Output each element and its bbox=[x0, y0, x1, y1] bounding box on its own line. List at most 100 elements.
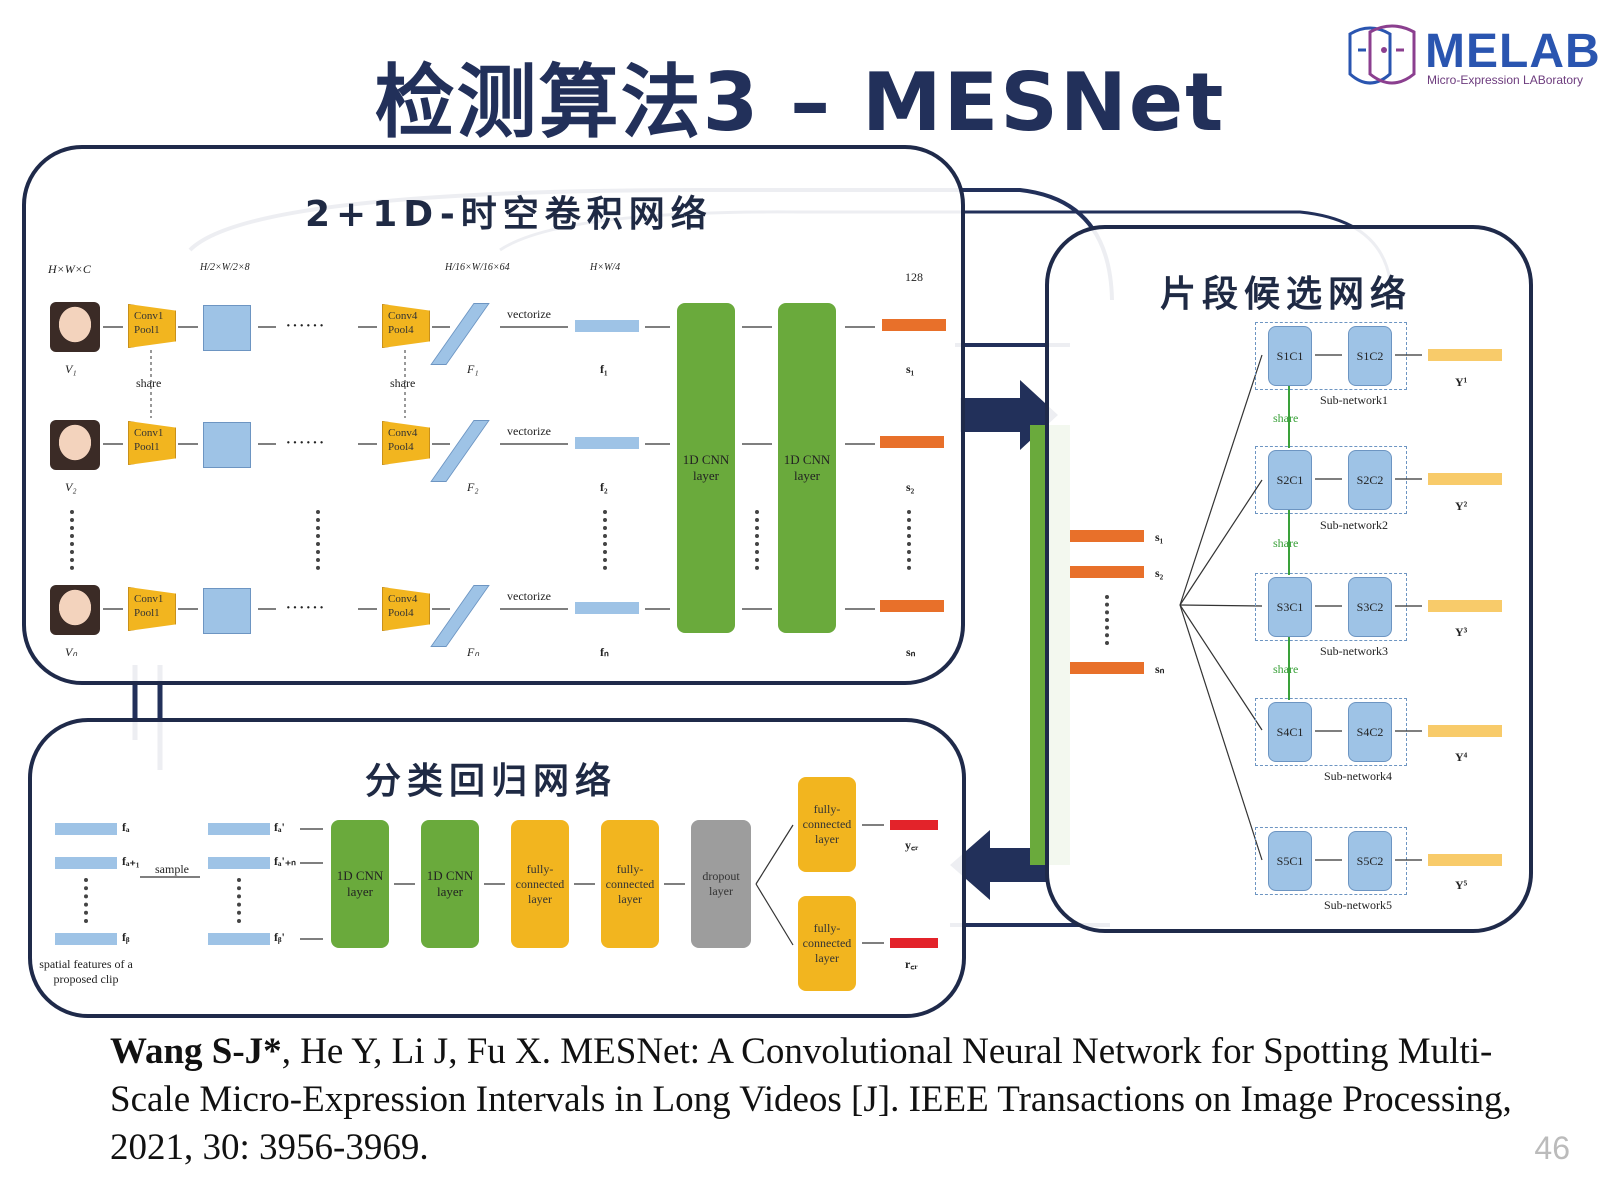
y3-label: Y³ bbox=[1455, 625, 1468, 639]
clip-label: spatial features of a proposed clip bbox=[39, 957, 133, 986]
fb2-vector bbox=[208, 933, 270, 945]
FN-label: Fₙ bbox=[467, 645, 480, 659]
y2-bar bbox=[1428, 473, 1502, 485]
s1-label: s₁ bbox=[906, 362, 915, 376]
f1-label: f₁ bbox=[600, 362, 608, 376]
vn-label: Vₙ bbox=[65, 645, 78, 659]
subnet1-label: Sub-network1 bbox=[1320, 393, 1388, 407]
cand-sn-vector bbox=[1070, 662, 1144, 674]
cnn-section-title: 2+1D-时空卷积网络 bbox=[305, 194, 713, 235]
dim-s-label: 128 bbox=[905, 270, 923, 284]
ycr-label: y꜀ᵣ bbox=[905, 838, 919, 852]
subnet-group-5 bbox=[1255, 827, 1407, 895]
dots-2: ······ bbox=[285, 432, 325, 454]
cls-fc-layer: fully-connected layer bbox=[798, 777, 856, 872]
fb-label: fᵦ bbox=[122, 930, 130, 944]
reg-fc-layer-3: fully-connected layer bbox=[798, 896, 856, 991]
share-label-c3: share bbox=[1273, 662, 1299, 676]
conv4-block-2: Conv4 Pool4 bbox=[382, 421, 430, 465]
cnn-1d-layer-2: 1D CNN layer bbox=[778, 303, 836, 633]
fa1-vector bbox=[55, 857, 117, 869]
feature-cube-1 bbox=[203, 305, 251, 351]
row-dots-5 bbox=[907, 510, 915, 570]
y5-bar bbox=[1428, 854, 1502, 866]
face-frame-1 bbox=[50, 302, 100, 352]
s2c1-box: S2C1 bbox=[1268, 450, 1312, 510]
cand-sn-label: sₙ bbox=[1155, 662, 1165, 676]
fb2-label: fᵦ' bbox=[274, 930, 285, 944]
vectorize-1: vectorize bbox=[507, 307, 551, 321]
conv1-block-1: Conv1 Pool1 bbox=[128, 304, 176, 348]
y3-bar bbox=[1428, 600, 1502, 612]
share-label-2: share bbox=[390, 376, 416, 390]
candidate-section-title: 片段候选网络 bbox=[1160, 274, 1413, 315]
fa2-label: fₐ' bbox=[274, 820, 285, 834]
feature-cube-2 bbox=[203, 422, 251, 468]
cand-s2-label: s₂ bbox=[1155, 566, 1164, 580]
cand-s1-label: s₁ bbox=[1155, 530, 1164, 544]
s2-label: s₂ bbox=[906, 480, 915, 494]
arrow-left-icon bbox=[950, 830, 1048, 900]
dots-1: ······ bbox=[285, 315, 325, 337]
fn-vector bbox=[575, 602, 639, 614]
f1-vector bbox=[575, 320, 639, 332]
s3c1-box: S3C1 bbox=[1268, 577, 1312, 637]
dim-input-label: H×W×C bbox=[48, 262, 91, 276]
slide-title: 检测算法3 – MESNet bbox=[374, 56, 1226, 149]
fan-vector bbox=[208, 857, 270, 869]
s5c1-box: S5C1 bbox=[1268, 831, 1312, 891]
s5c2-box: S5C2 bbox=[1348, 831, 1392, 891]
regression-arrows bbox=[140, 824, 884, 946]
face-frame-2 bbox=[50, 420, 100, 470]
fa-vector bbox=[55, 823, 117, 835]
citation-authors: Wang S-J* bbox=[110, 1031, 282, 1072]
fa1-label: fₐ₊₁ bbox=[122, 854, 140, 868]
fb-vector bbox=[55, 933, 117, 945]
conv4-block-n: Conv4 Pool4 bbox=[382, 587, 430, 631]
reg-cnn-layer-2: 1D CNN layer bbox=[421, 820, 479, 948]
fanout-arrows bbox=[1179, 354, 1263, 861]
cand-dots bbox=[1105, 595, 1113, 645]
feature-cube-n bbox=[203, 588, 251, 634]
cand-s1-vector bbox=[1070, 530, 1144, 542]
dim-pool4-label: H/16×W/16×64 bbox=[445, 262, 510, 273]
share-label-c1: share bbox=[1273, 411, 1299, 425]
share-label-1: share bbox=[136, 376, 162, 390]
s1-vector bbox=[882, 319, 946, 331]
ycr-bar bbox=[890, 820, 938, 830]
dropout-layer: dropout layer bbox=[691, 820, 751, 948]
reg-fc-layer-1: fully-connected layer bbox=[511, 820, 569, 948]
dots-n: ······ bbox=[285, 597, 325, 619]
subnet5-label: Sub-network5 bbox=[1324, 898, 1392, 912]
y5-label: Y⁵ bbox=[1455, 878, 1468, 892]
subnet3-label: Sub-network3 bbox=[1320, 644, 1388, 658]
subnet4-label: Sub-network4 bbox=[1324, 769, 1392, 783]
logo-subtitle: Micro-Expression LABoratory bbox=[1427, 73, 1584, 87]
reg-cnn-layer-1: 1D CNN layer bbox=[331, 820, 389, 948]
y4-bar bbox=[1428, 725, 1502, 737]
s4c1-box: S4C1 bbox=[1268, 702, 1312, 762]
subnet-group-4 bbox=[1255, 698, 1407, 766]
f2-vector bbox=[575, 437, 639, 449]
cnn-1d-layer-1: 1D CNN layer bbox=[677, 303, 735, 633]
share-label-c2: share bbox=[1273, 536, 1299, 550]
F1-label: F₁ bbox=[467, 362, 479, 376]
fan-label: fₐ'₊ₙ bbox=[274, 854, 296, 868]
melab-logo bbox=[1340, 22, 1590, 92]
fa-label: fₐ bbox=[122, 820, 130, 834]
rcr-bar bbox=[890, 938, 938, 948]
s2c2-box: S2C2 bbox=[1348, 450, 1392, 510]
face-logo-icon bbox=[1348, 24, 1416, 85]
dim-f-label: H×W/4 bbox=[590, 262, 621, 273]
s1c1-box: S1C1 bbox=[1268, 326, 1312, 386]
face-frame-n bbox=[50, 585, 100, 635]
row-dots-4 bbox=[755, 510, 763, 570]
y2-label: Y² bbox=[1455, 499, 1468, 513]
subnet-group-3 bbox=[1255, 573, 1407, 641]
dim-pool1-label: H/2×W/2×8 bbox=[200, 262, 250, 273]
y4-label: Y⁴ bbox=[1455, 750, 1468, 764]
s4c2-box: S4C2 bbox=[1348, 702, 1392, 762]
sn-vector bbox=[880, 600, 944, 612]
subnet2-label: Sub-network2 bbox=[1320, 518, 1388, 532]
citation: Wang S-J*, He Y, Li J, Fu X. MESNet: A C… bbox=[110, 1028, 1530, 1172]
